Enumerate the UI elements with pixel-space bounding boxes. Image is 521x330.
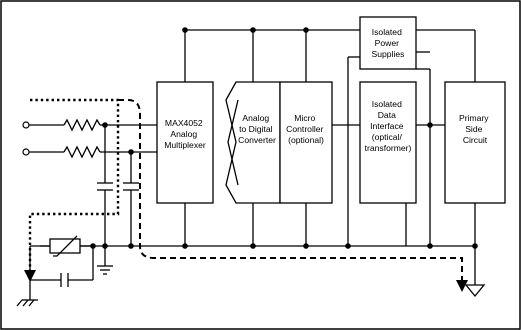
adc-label-line-2: to Digital bbox=[239, 124, 273, 134]
mcu-block bbox=[279, 81, 333, 204]
iface-label-line-2: Data bbox=[378, 110, 396, 120]
filter-capacitor-1 bbox=[97, 182, 113, 191]
adc-label-line-1: Analog bbox=[242, 113, 269, 123]
mux-label-line-1: MAX4052 bbox=[165, 118, 203, 128]
iface-label-line-5: transformer) bbox=[365, 143, 412, 153]
data-interface-label: Isolated Data Interface (optical/ transf… bbox=[365, 99, 412, 153]
mux-label-line-3: Multiplexer bbox=[164, 140, 206, 150]
primary-label-line-3: Circuit bbox=[463, 135, 488, 145]
chassis-ground-symbol bbox=[16, 299, 38, 307]
mux-block bbox=[156, 81, 214, 204]
power-supplies-block bbox=[359, 16, 417, 70]
power-label-line-3: Supplies bbox=[372, 49, 405, 59]
fault-current-path-dotted bbox=[28, 98, 120, 270]
ground-capacitor bbox=[60, 273, 69, 287]
adc-label-line-3: Converter bbox=[238, 135, 276, 145]
adc-chevron bbox=[227, 99, 239, 186]
power-label-line-1: Isolated bbox=[372, 27, 402, 37]
power-supplies-label: Isolated Power Supplies bbox=[372, 27, 405, 59]
primary-side-block bbox=[444, 81, 506, 204]
mcu-label-line-3: (optional) bbox=[288, 135, 324, 145]
iface-label-line-4: (optical/ bbox=[372, 132, 403, 142]
noise-current-path-dashed bbox=[118, 99, 463, 280]
mcu-label-line-2: Controller bbox=[286, 124, 323, 134]
primary-label-line-1: Primary bbox=[459, 113, 489, 123]
mcu-label-line-1: Micro bbox=[294, 113, 315, 123]
filter-capacitor-2 bbox=[123, 182, 139, 191]
primary-side-label: Primary Side Circuit bbox=[459, 113, 491, 145]
input-terminal-1 bbox=[22, 121, 30, 129]
iface-label-line-3: Interface bbox=[370, 121, 404, 131]
primary-ground-symbol bbox=[464, 284, 486, 298]
data-interface-block bbox=[359, 81, 417, 204]
varistor bbox=[49, 235, 81, 257]
earth-ground-symbol bbox=[97, 265, 113, 275]
dotted-path-arrowhead bbox=[24, 270, 36, 282]
iface-label-line-1: Isolated bbox=[372, 99, 402, 109]
adc-label: Analog to Digital Converter bbox=[238, 113, 276, 145]
power-label-line-2: Power bbox=[375, 38, 399, 48]
resistor-2 bbox=[63, 145, 101, 159]
junction-dots bbox=[90, 27, 478, 249]
dashed-path-arrowhead bbox=[456, 280, 468, 292]
mux-label-line-2: Analog bbox=[170, 129, 197, 139]
mux-label: MAX4052 Analog Multiplexer bbox=[164, 118, 206, 150]
primary-label-line-2: Side bbox=[465, 124, 482, 134]
resistor-1 bbox=[63, 118, 101, 132]
wires bbox=[28, 29, 476, 300]
mcu-label: Micro Controller (optional) bbox=[286, 113, 326, 145]
input-terminal-2 bbox=[22, 148, 30, 156]
